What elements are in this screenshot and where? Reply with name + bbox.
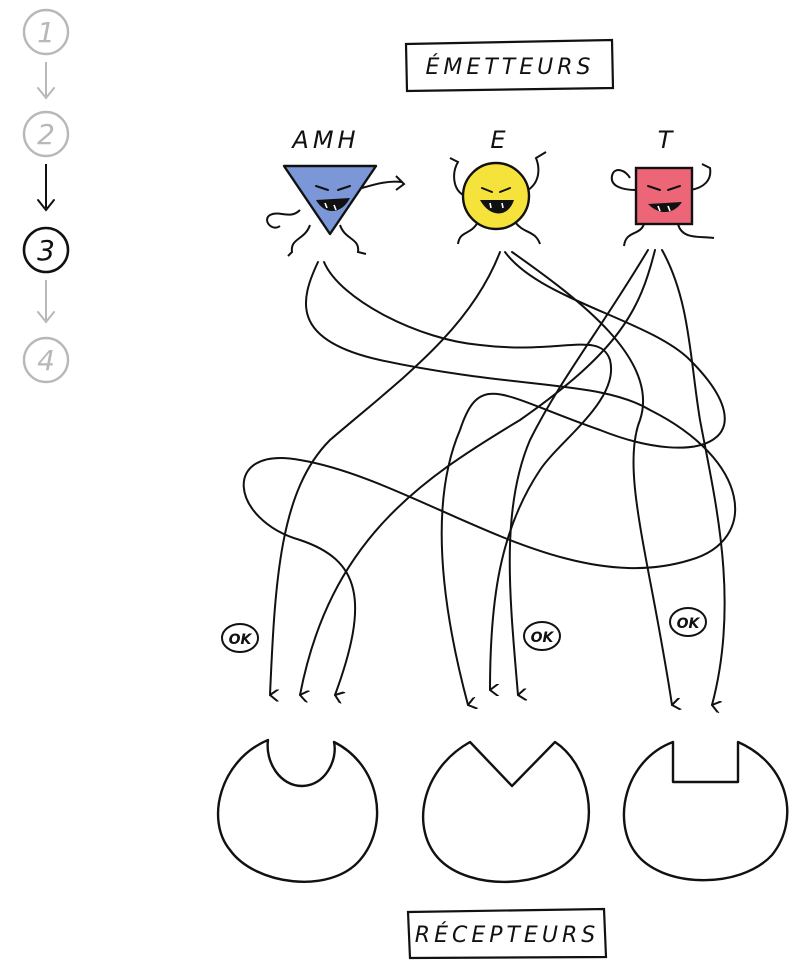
ok-badge-3-label: OK xyxy=(677,616,701,632)
ok-badge-3: OK xyxy=(669,607,707,637)
receptors-title-box: RÉCEPTEURS xyxy=(406,907,608,960)
emitter-label-e: E xyxy=(490,126,506,154)
emitter-amh-character[interactable] xyxy=(266,164,406,257)
t-square-body xyxy=(634,166,694,226)
step-arrow-3-head xyxy=(37,311,55,324)
ok-badge-1-label: OK xyxy=(229,632,253,648)
receptor-v[interactable] xyxy=(421,740,590,884)
emitter-label-amh: AMH xyxy=(290,126,359,154)
emitter-label-t: T xyxy=(658,126,675,154)
step-4[interactable]: 4 xyxy=(22,336,70,384)
ok-badge-2-label: OK xyxy=(531,630,555,646)
receptor-square[interactable] xyxy=(622,740,789,882)
step-1[interactable]: 1 xyxy=(22,8,70,56)
ok-badge-2: OK xyxy=(523,621,561,651)
emitters-title-box: ÉMETTEURS xyxy=(404,38,615,93)
emitter-t-character[interactable] xyxy=(610,163,715,247)
emitter-e-character[interactable] xyxy=(449,151,547,245)
step-indicator: 1 2 3 4 xyxy=(22,8,70,384)
binding-curves xyxy=(242,249,737,705)
emitters-title: ÉMETTEURS xyxy=(426,54,595,80)
receptors-title: RÉCEPTEURS xyxy=(415,922,599,948)
receptor-round[interactable] xyxy=(216,738,379,883)
step-3[interactable]: 3 xyxy=(22,226,70,274)
step-2-label: 2 xyxy=(37,118,55,151)
step-3-label: 3 xyxy=(37,234,55,267)
step-arrow-2-head xyxy=(37,199,55,212)
e-circle-body xyxy=(461,161,531,231)
ok-badge-1: OK xyxy=(221,623,259,653)
step-2[interactable]: 2 xyxy=(22,110,70,158)
step-1-label: 1 xyxy=(37,16,55,49)
step-arrow-1-head xyxy=(37,87,55,100)
step-4-label: 4 xyxy=(37,344,55,377)
